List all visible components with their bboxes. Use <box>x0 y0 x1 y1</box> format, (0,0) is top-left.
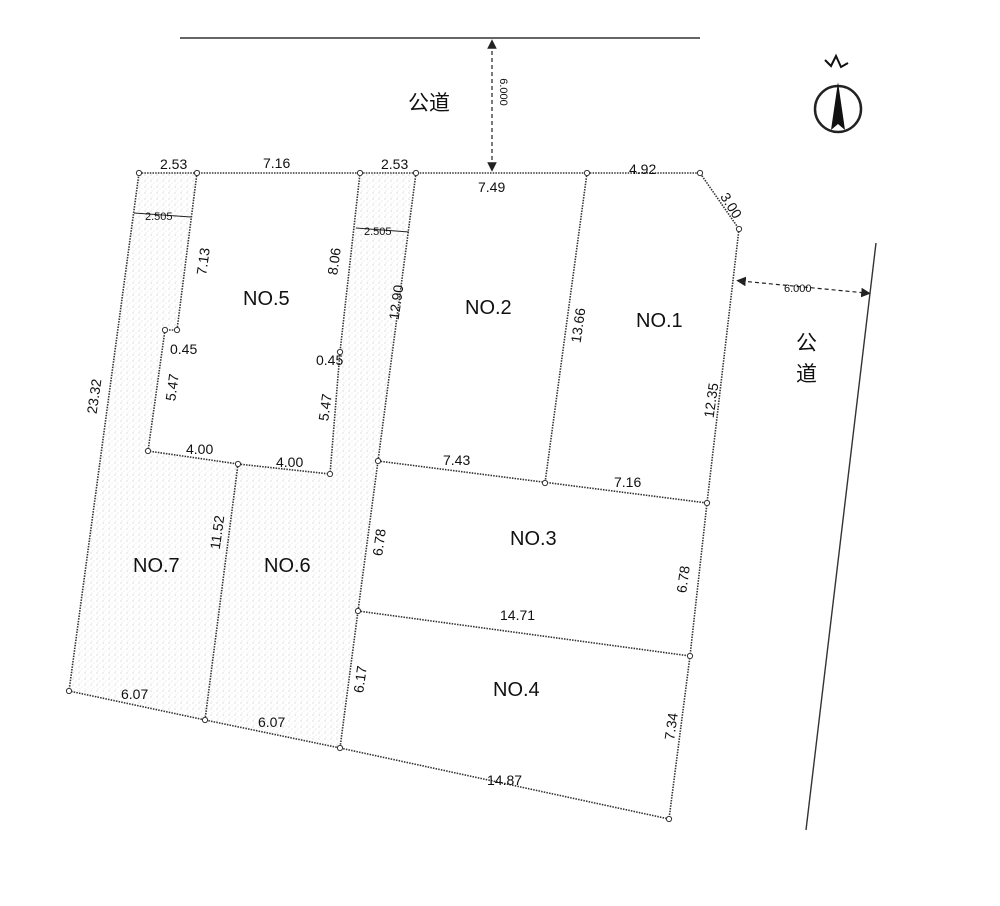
dim-v-7-13: 7.13 <box>193 246 213 275</box>
dim-jog-0-45-left: 0.45 <box>170 341 197 357</box>
lot-no3-label: NO.3 <box>510 528 557 550</box>
dim-h-7-43: 7.43 <box>443 452 470 468</box>
access-width-arrow-mid <box>355 227 410 233</box>
dim-h-7-16: 7.16 <box>614 474 641 490</box>
dim-v-8-06: 8.06 <box>324 246 344 275</box>
dim-v-5-47-left: 5.47 <box>162 372 182 401</box>
east-road-label-top: 公 <box>796 331 817 355</box>
dim-v-6-17: 6.17 <box>350 664 370 693</box>
shared-access-area <box>69 173 416 748</box>
dim-v-13-66: 13.66 <box>568 307 589 344</box>
site-boundary <box>68 172 740 820</box>
dim-b-14-87: 14.87 <box>487 772 522 788</box>
dim-corner-3-00: 3.00 <box>717 190 745 222</box>
survey-points <box>65 169 743 823</box>
north-road-width: 6.000 <box>497 78 509 106</box>
lot-no5-label: NO.5 <box>243 288 290 310</box>
dim-v-7-34: 7.34 <box>661 711 681 740</box>
dim-top-2-53-mid: 2.53 <box>381 156 408 172</box>
dim-h-4-00-right: 4.00 <box>276 454 303 470</box>
dim-v-12-90: 12.90 <box>386 284 407 321</box>
dim-top-2-53-left: 2.53 <box>160 156 187 172</box>
lot-no4-label: NO.4 <box>493 679 540 701</box>
dim-jog-0-45-right: 0.45 <box>316 352 343 368</box>
lot-no2-label: NO.2 <box>465 297 512 319</box>
dim-h-14-71: 14.71 <box>500 607 535 623</box>
dim-top-7-49: 7.49 <box>478 179 505 195</box>
north-road-label: 公道 <box>408 91 450 115</box>
dim-access-2-505-left: 2.505 <box>145 211 173 223</box>
lot-no7-label: NO.7 <box>133 555 180 577</box>
dim-v-6-78-right: 6.78 <box>673 564 693 593</box>
lot-no6-label: NO.6 <box>264 555 311 577</box>
dim-b-6-07-left: 6.07 <box>121 686 148 702</box>
east-road-width: 6.000 <box>784 283 812 295</box>
dim-b-6-07-mid: 6.07 <box>258 714 285 730</box>
north-arrow-icon <box>813 53 863 134</box>
access-width-arrow-left <box>133 212 192 218</box>
dim-h-4-00-left: 4.00 <box>186 441 213 457</box>
east-road-label-bottom: 道 <box>796 362 817 386</box>
east-road-edge <box>805 242 877 831</box>
dim-access-2-505-mid: 2.505 <box>364 226 392 238</box>
lot-no1-label: NO.1 <box>636 310 683 332</box>
dim-top-4-92: 4.92 <box>629 161 656 177</box>
dim-v-12-35: 12.35 <box>701 382 722 419</box>
dim-v-11-52: 11.52 <box>207 514 228 550</box>
dim-v-5-47-right: 5.47 <box>315 392 335 421</box>
dim-v-23-32: 23.32 <box>84 378 105 415</box>
dim-top-7-16: 7.16 <box>263 155 290 171</box>
dim-v-6-78-left: 6.78 <box>369 527 389 556</box>
